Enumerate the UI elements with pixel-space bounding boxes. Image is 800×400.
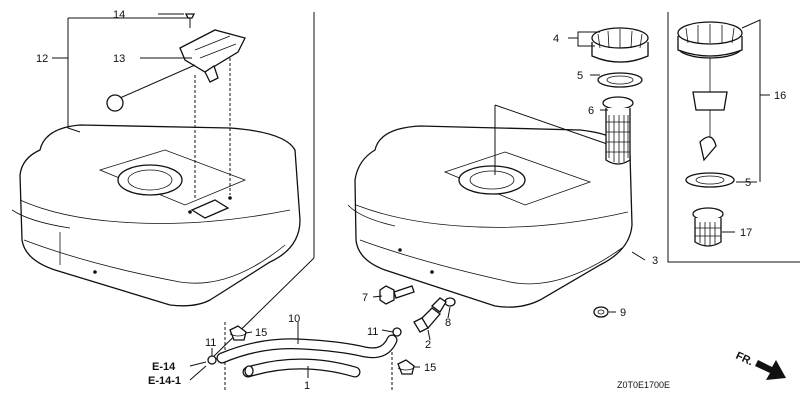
front-direction-marker: FR.	[734, 350, 786, 380]
bracket-12	[67, 18, 81, 133]
ref-e14-1: E-14-1	[148, 375, 181, 387]
nut-9	[593, 306, 609, 318]
kit-box	[667, 12, 800, 263]
label-10: 10	[288, 313, 300, 325]
fuel-cap-16	[677, 21, 743, 162]
filler-neck-middle	[458, 165, 526, 195]
float-ball	[106, 94, 124, 112]
label-5a: 5	[577, 70, 583, 82]
label-12: 12	[36, 53, 48, 65]
gauge-seat	[190, 199, 230, 219]
front-arrow-icon	[755, 360, 786, 380]
diagram-code: Z0T0E1700E	[617, 380, 670, 390]
clamp-15a	[229, 325, 247, 341]
label-15b: 15	[424, 362, 436, 374]
cap-chain-holder	[692, 91, 728, 111]
label-8: 8	[445, 317, 451, 329]
bolt-7	[379, 285, 415, 305]
label-11b: 11	[367, 326, 378, 338]
label-6: 6	[588, 105, 594, 117]
label-5b: 5	[745, 177, 751, 189]
fuel-tank-middle	[347, 125, 633, 308]
chain-hook	[699, 136, 717, 162]
label-7: 7	[362, 292, 368, 304]
label-2: 2	[425, 339, 431, 351]
label-11a: 11	[205, 337, 216, 349]
filler-neck-left	[117, 164, 183, 196]
strainer-17	[692, 207, 724, 247]
label-13: 13	[113, 53, 125, 65]
fuel-cap-4	[591, 27, 649, 63]
front-label: FR.	[734, 350, 755, 368]
label-17: 17	[740, 227, 752, 239]
fuel-gauge-plate	[179, 29, 246, 73]
screw-14	[184, 13, 196, 19]
clamp-15b	[397, 359, 415, 375]
strainer-6	[602, 96, 634, 165]
label-16: 16	[774, 90, 786, 102]
fuel-tank-left	[11, 124, 301, 307]
label-3: 3	[652, 255, 658, 267]
label-1: 1	[304, 380, 310, 392]
label-15a: 15	[255, 327, 267, 339]
clip-11b	[392, 327, 402, 337]
divider-line-diag	[209, 257, 315, 361]
cap-gasket-5b	[685, 172, 735, 188]
cap-gasket-5a	[597, 72, 643, 88]
fuel-tube-10	[216, 334, 398, 378]
fuel-gauge-assembly	[106, 13, 246, 200]
label-9: 9	[620, 307, 626, 319]
label-14: 14	[113, 9, 125, 21]
ref-e14: E-14	[152, 361, 176, 373]
label-4: 4	[553, 33, 559, 45]
clip-11a	[207, 355, 217, 365]
fuel-valve-2	[413, 297, 447, 333]
